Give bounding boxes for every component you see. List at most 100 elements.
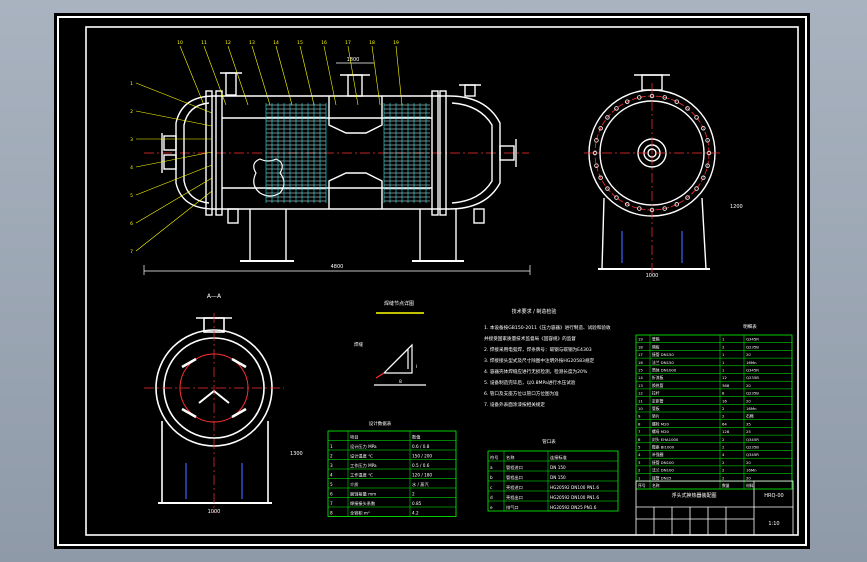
table-cell: 2: [722, 344, 725, 349]
table-cell: 工作温度 ℃: [350, 472, 373, 479]
table-cell: 材料: [746, 483, 754, 488]
table-cell: 12: [638, 391, 643, 396]
bolt-hole: [614, 106, 619, 111]
bolt-hole: [614, 195, 619, 200]
bolt-hole: [592, 150, 598, 156]
table-cell: HG20592 DN100 PN1.6: [550, 485, 599, 490]
table-cell: 10: [638, 406, 643, 411]
table-cell: 7: [638, 429, 641, 434]
table-cell: 换热管: [652, 383, 664, 388]
table-cell: 封头 EHA1000: [652, 437, 679, 442]
drawing-number: HRQ-00: [764, 493, 783, 499]
drawing-scale: 1:10: [768, 521, 779, 527]
table-cell: Q235B: [746, 344, 759, 349]
table-cell: 8: [638, 421, 641, 426]
leader-line-left: [135, 177, 213, 224]
table-cell: 数量: [722, 483, 730, 488]
table-cell: 12: [722, 375, 727, 380]
left-tubesheet: [215, 90, 223, 216]
table-cell: c: [490, 485, 493, 490]
section-view: [144, 313, 284, 513]
table-cell: 2: [722, 445, 725, 450]
table-cell: 19: [638, 337, 643, 342]
part-number-top: 17: [345, 40, 351, 46]
table-cell: 0.5 / 0.6: [412, 463, 430, 468]
table-cell: Q345R: [746, 437, 759, 442]
table-cell: 4: [722, 452, 725, 457]
table-cell: 14: [638, 375, 643, 380]
table-cell: Q235B: [746, 375, 759, 380]
table-cell: 管程出口: [506, 474, 523, 481]
bolt-hole: [637, 206, 642, 211]
table-cell: 1: [330, 444, 333, 449]
saddle-left: [249, 209, 287, 262]
table-cell: 150 / 200: [412, 454, 432, 459]
table-cell: 壳程进口: [506, 484, 523, 491]
part-number-top: 12: [225, 40, 231, 46]
table-cell: 符号: [490, 454, 498, 461]
front-dim-top: 1800: [347, 57, 360, 63]
tube-bundle: [265, 103, 430, 203]
table-cell: 8: [330, 511, 333, 516]
table-cell: 4: [638, 452, 641, 457]
bolt-hole: [701, 126, 706, 131]
bolt-hole: [605, 115, 610, 120]
leader-line-top: [371, 45, 381, 106]
bolt-hole: [637, 95, 642, 100]
bolt-hole: [594, 138, 599, 143]
table-cell: 20: [746, 460, 751, 465]
top-nozzle-right: [464, 84, 476, 97]
top-nozzle-center: [347, 74, 363, 97]
table-cell: 16Mn: [746, 468, 757, 473]
table-cell: 焊接接头系数: [350, 500, 376, 507]
bolt-hole: [705, 163, 710, 168]
table-cell: 补强圈: [652, 452, 664, 457]
table-cell: DN 150: [550, 465, 566, 470]
left-head-inner: [183, 102, 210, 204]
table-cell: 368: [722, 383, 730, 388]
table-cell: 13: [638, 383, 643, 388]
bolt-hole: [598, 126, 603, 131]
table-cell: 17: [638, 352, 643, 357]
table-cell: e: [490, 505, 493, 510]
table-cell: 4.2: [412, 511, 419, 516]
design-table-title: 设计数据表: [369, 420, 392, 427]
table-cell: 定距管: [652, 398, 664, 403]
side-view: [584, 74, 722, 275]
table-cell: b: [490, 475, 493, 480]
table-cell: 垫片: [652, 414, 660, 419]
table-cell: 1: [722, 337, 725, 342]
table-cell: 连接标准: [550, 454, 567, 461]
leader-line-top: [395, 45, 403, 106]
tech-line: 6. 管口及支座方位以管口方位图为准: [484, 390, 559, 397]
part-number-top: 19: [393, 40, 399, 46]
detail-title: 焊缝节点详图: [384, 300, 414, 307]
outer-frame: [57, 16, 807, 546]
leader-line-left: [135, 82, 213, 114]
bolt-hole: [685, 195, 690, 200]
table-cell: 项目: [350, 435, 358, 441]
bolt-hole: [662, 95, 667, 100]
inner-frame: [85, 26, 799, 536]
table-cell: 20: [746, 352, 751, 357]
front-view: [144, 72, 529, 262]
nozzle-table-title: 管口表: [542, 438, 556, 445]
table-cell: 筒体 DN1000: [652, 368, 677, 373]
bolt-hole: [705, 138, 710, 143]
table-cell: 2: [722, 475, 725, 480]
table-cell: 螺栓 M20: [652, 421, 669, 426]
tech-line: 2. 焊接采用电弧焊，焊条牌号：碳钢与碳钢为E4303: [484, 346, 592, 353]
detail-label-b: 8: [399, 379, 402, 385]
table-cell: 全容积 m³: [350, 510, 370, 517]
table-cell: 3: [330, 463, 333, 468]
table-cell: 1: [722, 368, 725, 373]
table-cell: 介质: [350, 481, 358, 488]
right-head-inner: [451, 102, 493, 204]
bolt-hole: [685, 106, 690, 111]
leader-line-top: [227, 45, 249, 106]
table-cell: 1: [638, 475, 641, 480]
